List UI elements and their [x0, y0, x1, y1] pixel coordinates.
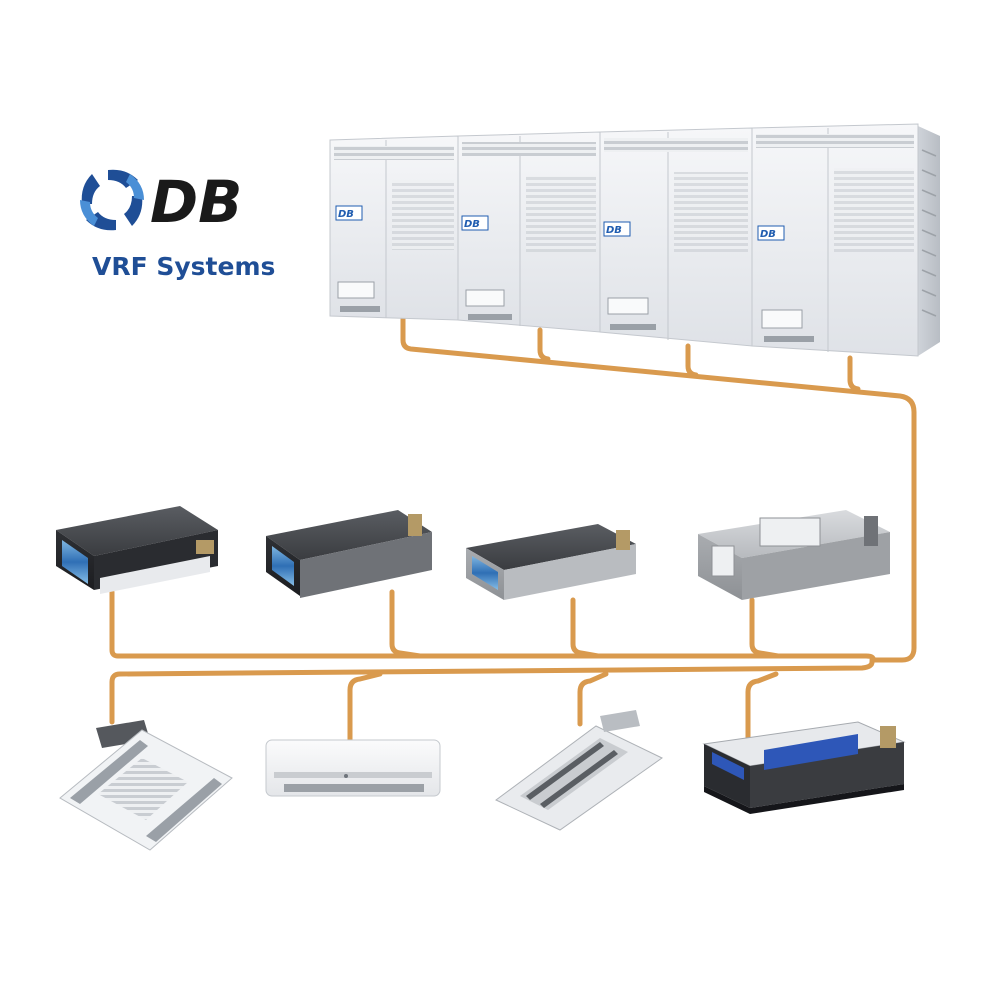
- outdoor-branch-4: [850, 358, 858, 389]
- outdoor-side-panel: [918, 126, 940, 356]
- outdoor-branch-3: [688, 346, 696, 375]
- ducted-unit-4: [698, 510, 890, 600]
- branch-wall: [350, 674, 380, 748]
- ducted-unit-1: [56, 506, 218, 594]
- branch-ducted-3: [573, 600, 598, 656]
- svg-text:DB: DB: [464, 219, 480, 230]
- ducted-unit-2: [266, 510, 432, 598]
- db-logo: DB VRF Systems: [80, 168, 275, 281]
- outdoor-unit-3: DB: [600, 128, 752, 346]
- outdoor-header-pipe: [403, 318, 914, 660]
- brand-subtitle: VRF Systems: [92, 252, 275, 281]
- db-badge-icon: DB: [336, 206, 362, 220]
- db-badge-icon: DB: [758, 226, 784, 240]
- indoor-row-2: [60, 710, 904, 850]
- lower-main-pipe: [112, 662, 872, 722]
- db-badge-icon: DB: [604, 222, 630, 236]
- branch-ducted-4: [752, 600, 778, 656]
- svg-text:DB: DB: [338, 209, 354, 220]
- svg-text:DB: DB: [606, 225, 622, 236]
- branch-ducted-2: [392, 592, 420, 656]
- branch-ducted-5: [748, 674, 776, 742]
- fan-swirl-icon: [80, 170, 144, 231]
- outdoor-unit-4: DB: [752, 124, 918, 356]
- outdoor-unit-1: DB: [330, 136, 458, 320]
- outdoor-unit-2: DB: [458, 132, 600, 332]
- outdoor-units: DB DB DB: [330, 124, 940, 356]
- wall-mounted-unit: [266, 740, 440, 796]
- ducted-unit-3: [466, 524, 636, 600]
- db-badge-icon: DB: [462, 216, 488, 230]
- logo-text: DB: [150, 168, 242, 236]
- cassette-4way-unit: [60, 720, 232, 850]
- cassette-1way-unit: [496, 710, 662, 830]
- indoor-row-1: [56, 506, 890, 600]
- ducted-unit-5: [704, 722, 904, 814]
- outdoor-branch-2: [540, 330, 548, 359]
- svg-text:DB: DB: [760, 229, 776, 240]
